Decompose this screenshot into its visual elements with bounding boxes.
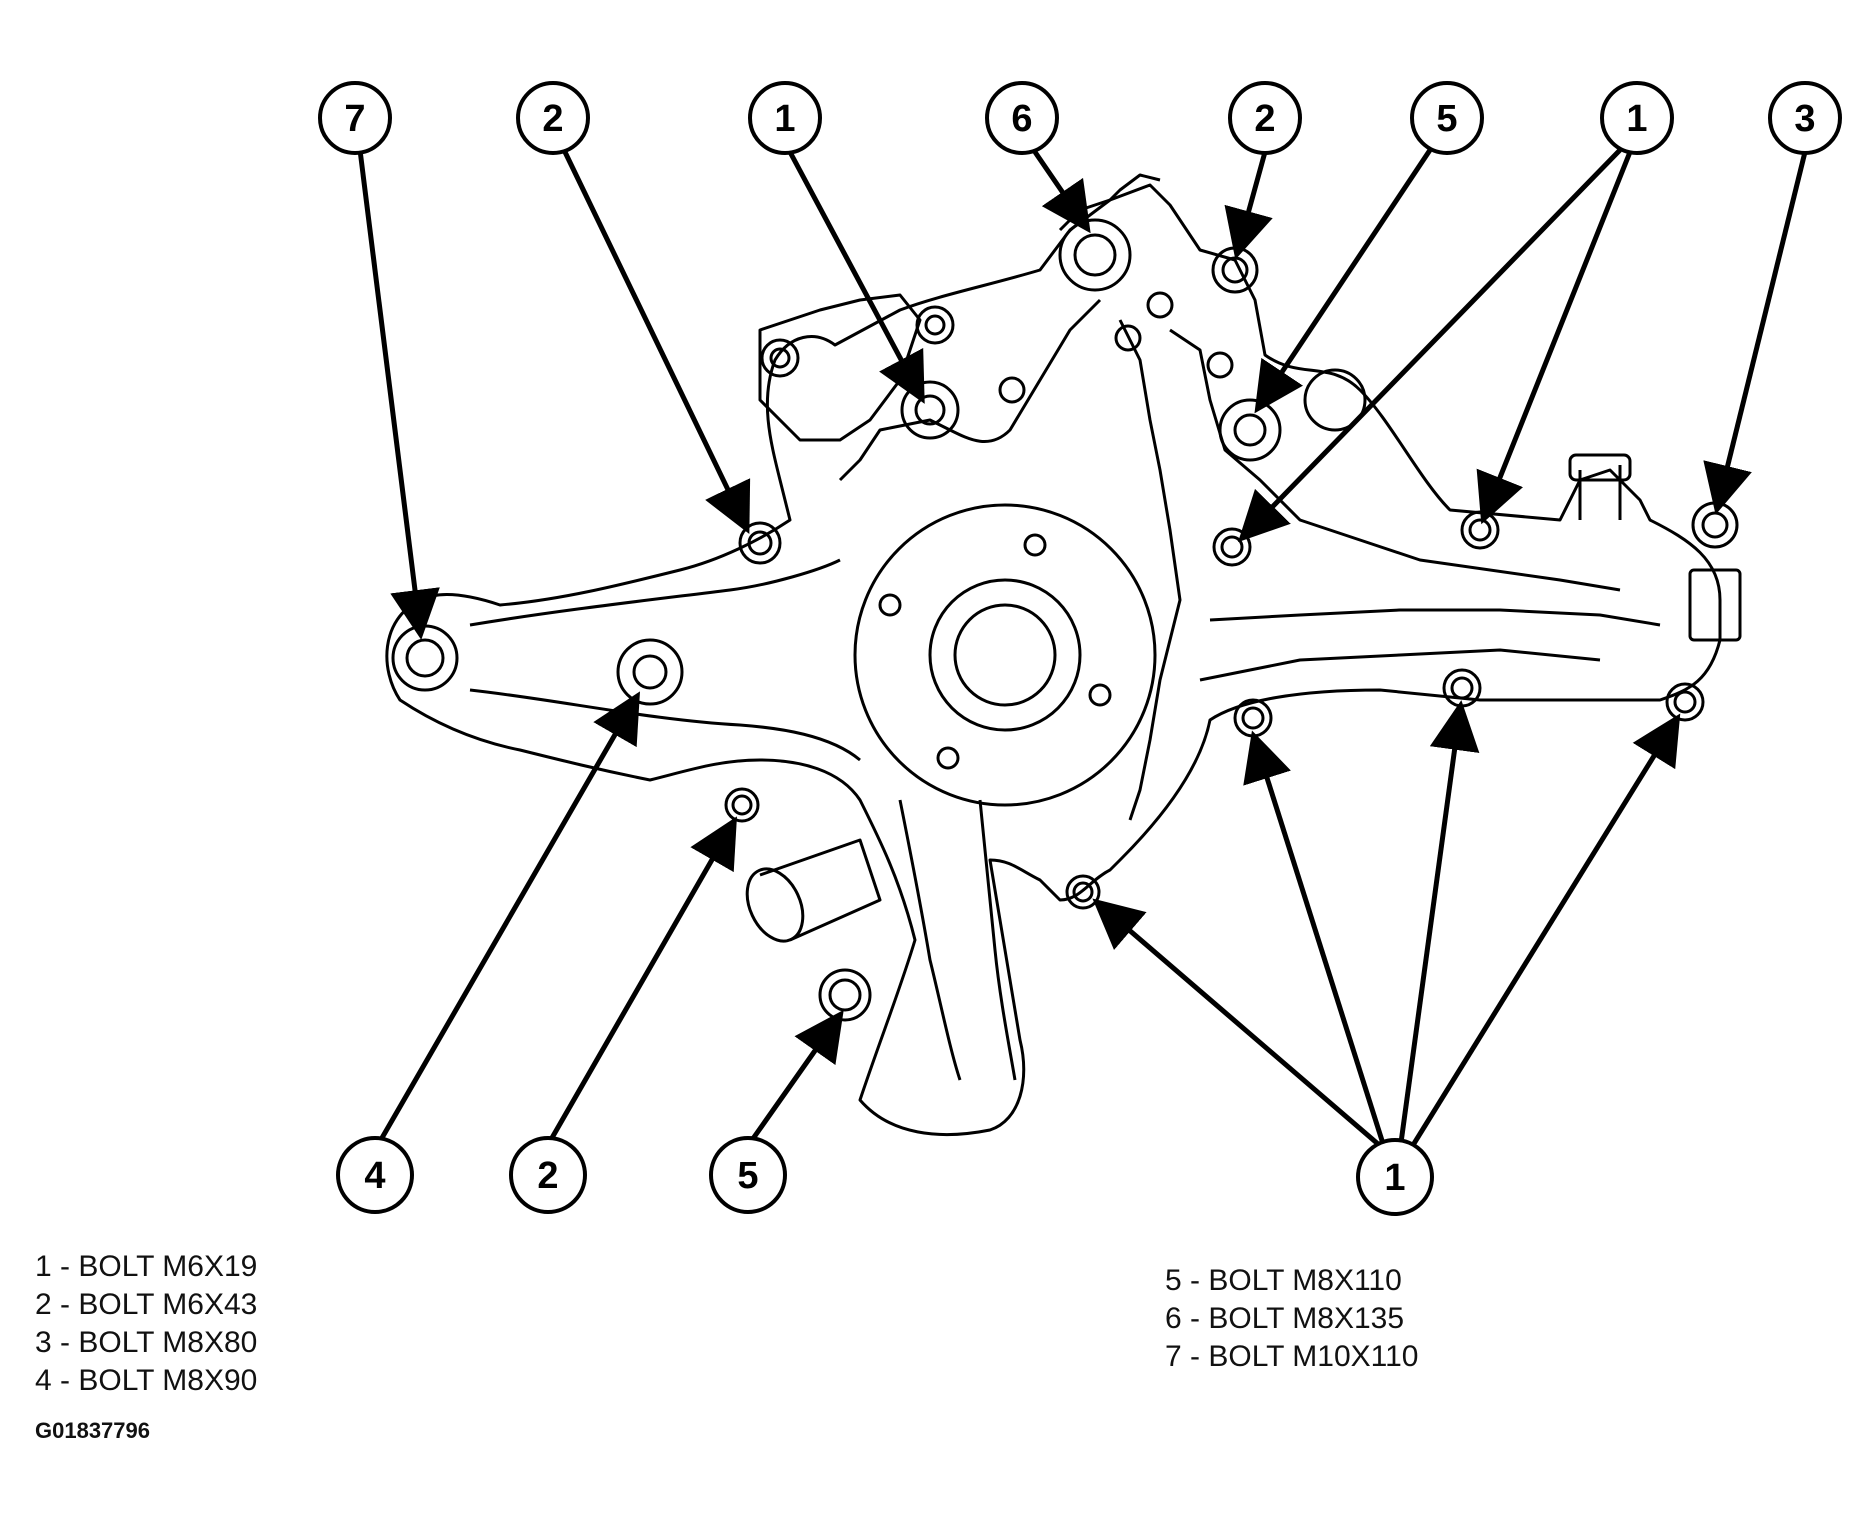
callout-top-8: 3 <box>1768 81 1842 155</box>
callout-bottom-2-label: 2 <box>537 1155 558 1197</box>
callout-bottom-3-label: 5 <box>737 1155 758 1197</box>
callout-top-5: 2 <box>1228 81 1302 155</box>
callouts-top: 7 2 1 6 2 5 1 3 <box>318 81 1842 155</box>
leader-arrows <box>357 148 1808 1152</box>
callout-top-7: 1 <box>1600 81 1674 155</box>
figure-id: G01837796 <box>35 1418 150 1443</box>
water-pump-housing <box>385 173 1742 1137</box>
callout-bottom-1-label: 4 <box>364 1155 385 1197</box>
bolt-holes <box>391 218 1739 1022</box>
callout-top-6: 5 <box>1410 81 1484 155</box>
callout-top-1: 7 <box>318 81 392 155</box>
callout-top-7-label: 1 <box>1626 98 1647 140</box>
legend-item: 2 - BOLT M6X43 <box>35 1288 258 1321</box>
callout-bottom-1: 4 <box>336 1136 414 1214</box>
callout-top-1-label: 7 <box>344 98 365 140</box>
callout-top-5-label: 2 <box>1254 98 1275 140</box>
legend-item: 5 - BOLT M8X110 <box>1165 1264 1402 1297</box>
legend-item: 3 - BOLT M8X80 <box>35 1326 258 1359</box>
legend-right: 5 - BOLT M8X110 6 - BOLT M8X135 7 - BOLT… <box>1165 1262 1418 1376</box>
callout-top-4-label: 6 <box>1011 98 1032 140</box>
callouts-bottom: 4 2 5 1 <box>336 1136 1434 1216</box>
callout-top-2: 2 <box>516 81 590 155</box>
legend-item: 6 - BOLT M8X135 <box>1165 1302 1405 1335</box>
callout-top-3-label: 1 <box>774 98 795 140</box>
legend-item: 7 - BOLT M10X110 <box>1165 1340 1419 1373</box>
callout-top-6-label: 5 <box>1436 98 1457 140</box>
legend-item: 1 - BOLT M6X19 <box>35 1250 258 1283</box>
legend-item: 4 - BOLT M8X90 <box>35 1364 258 1397</box>
callout-top-4: 6 <box>985 81 1059 155</box>
callout-bottom-4-label: 1 <box>1384 1157 1405 1199</box>
callout-bottom-4: 1 <box>1356 1138 1434 1216</box>
callout-bottom-2: 2 <box>509 1136 587 1214</box>
legend-left: 1 - BOLT M6X19 2 - BOLT M6X43 3 - BOLT M… <box>35 1248 257 1400</box>
callout-bottom-3: 5 <box>709 1136 787 1214</box>
pulley-hub <box>853 503 1157 807</box>
callout-top-2-label: 2 <box>542 98 563 140</box>
callout-top-8-label: 3 <box>1794 98 1815 140</box>
callout-top-3: 1 <box>748 81 822 155</box>
